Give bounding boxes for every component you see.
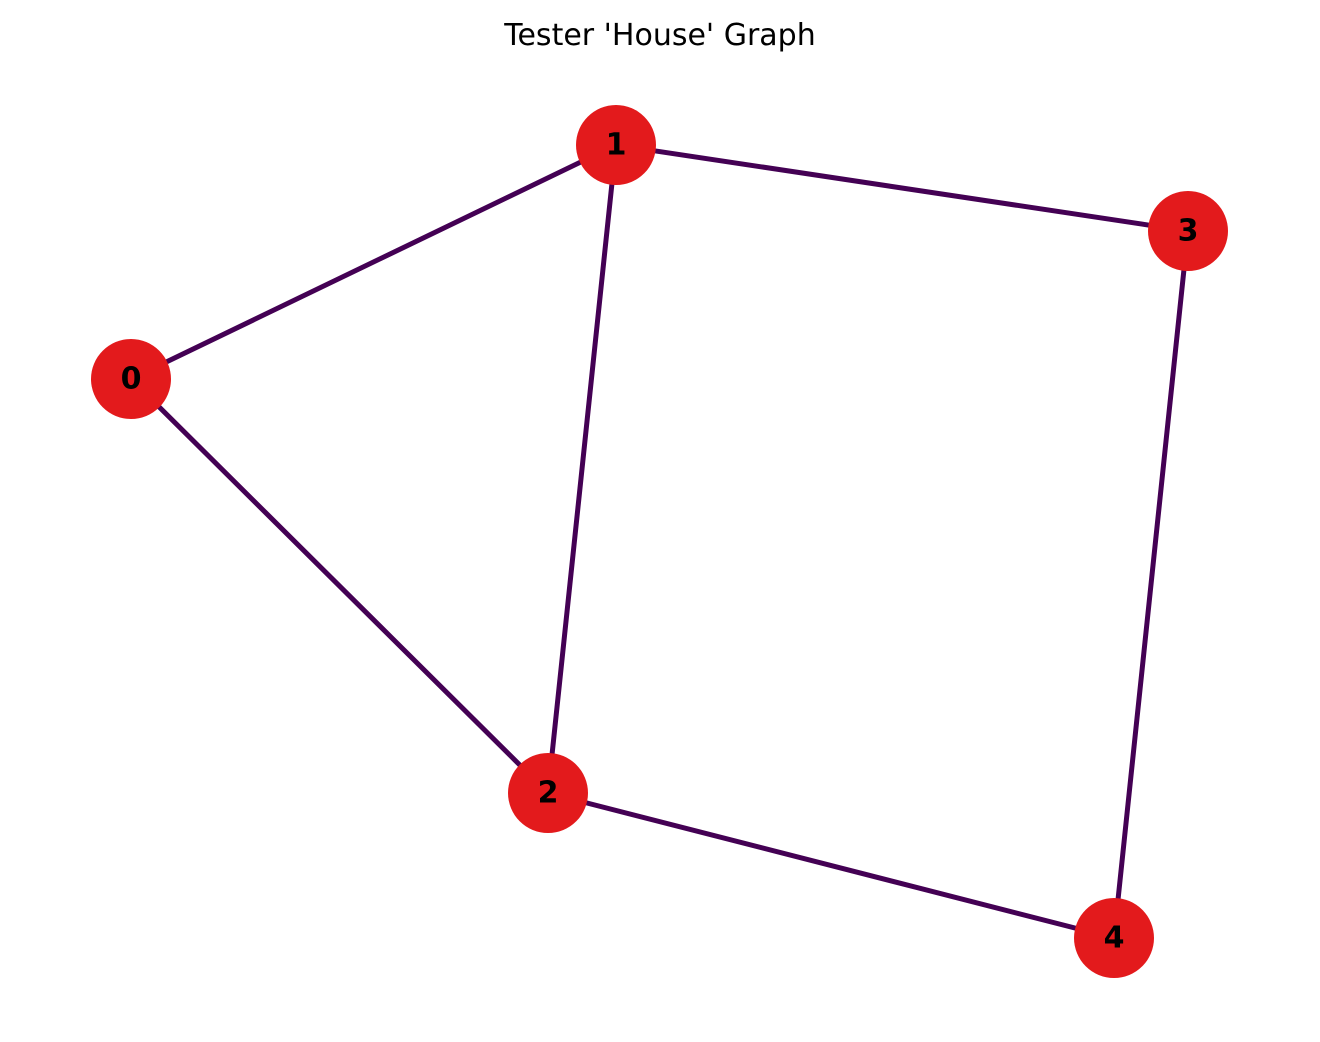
node-circle xyxy=(1074,898,1154,978)
node-2: 2 xyxy=(508,753,588,833)
node-4: 4 xyxy=(1074,898,1154,978)
edge-0-1 xyxy=(128,142,619,382)
edges-layer xyxy=(128,142,1191,941)
node-circle xyxy=(1148,191,1228,271)
nodes-layer: 0 1 2 3 4 xyxy=(91,105,1228,978)
graph-title: Tester 'House' Graph xyxy=(503,18,815,53)
node-label: 2 xyxy=(538,776,559,811)
node-circle xyxy=(508,753,588,833)
node-label: 0 xyxy=(121,362,142,397)
edge-1-3 xyxy=(613,142,1191,234)
node-label: 1 xyxy=(606,128,627,163)
edge-2-4 xyxy=(545,790,1117,941)
node-circle xyxy=(576,105,656,185)
edge-0-2 xyxy=(128,376,551,796)
edge-1-2 xyxy=(545,142,619,796)
node-circle xyxy=(91,339,171,419)
node-3: 3 xyxy=(1148,191,1228,271)
node-0: 0 xyxy=(91,339,171,419)
edge-3-4 xyxy=(1111,228,1191,941)
node-label: 4 xyxy=(1104,921,1125,956)
node-1: 1 xyxy=(576,105,656,185)
node-label: 3 xyxy=(1178,214,1199,249)
